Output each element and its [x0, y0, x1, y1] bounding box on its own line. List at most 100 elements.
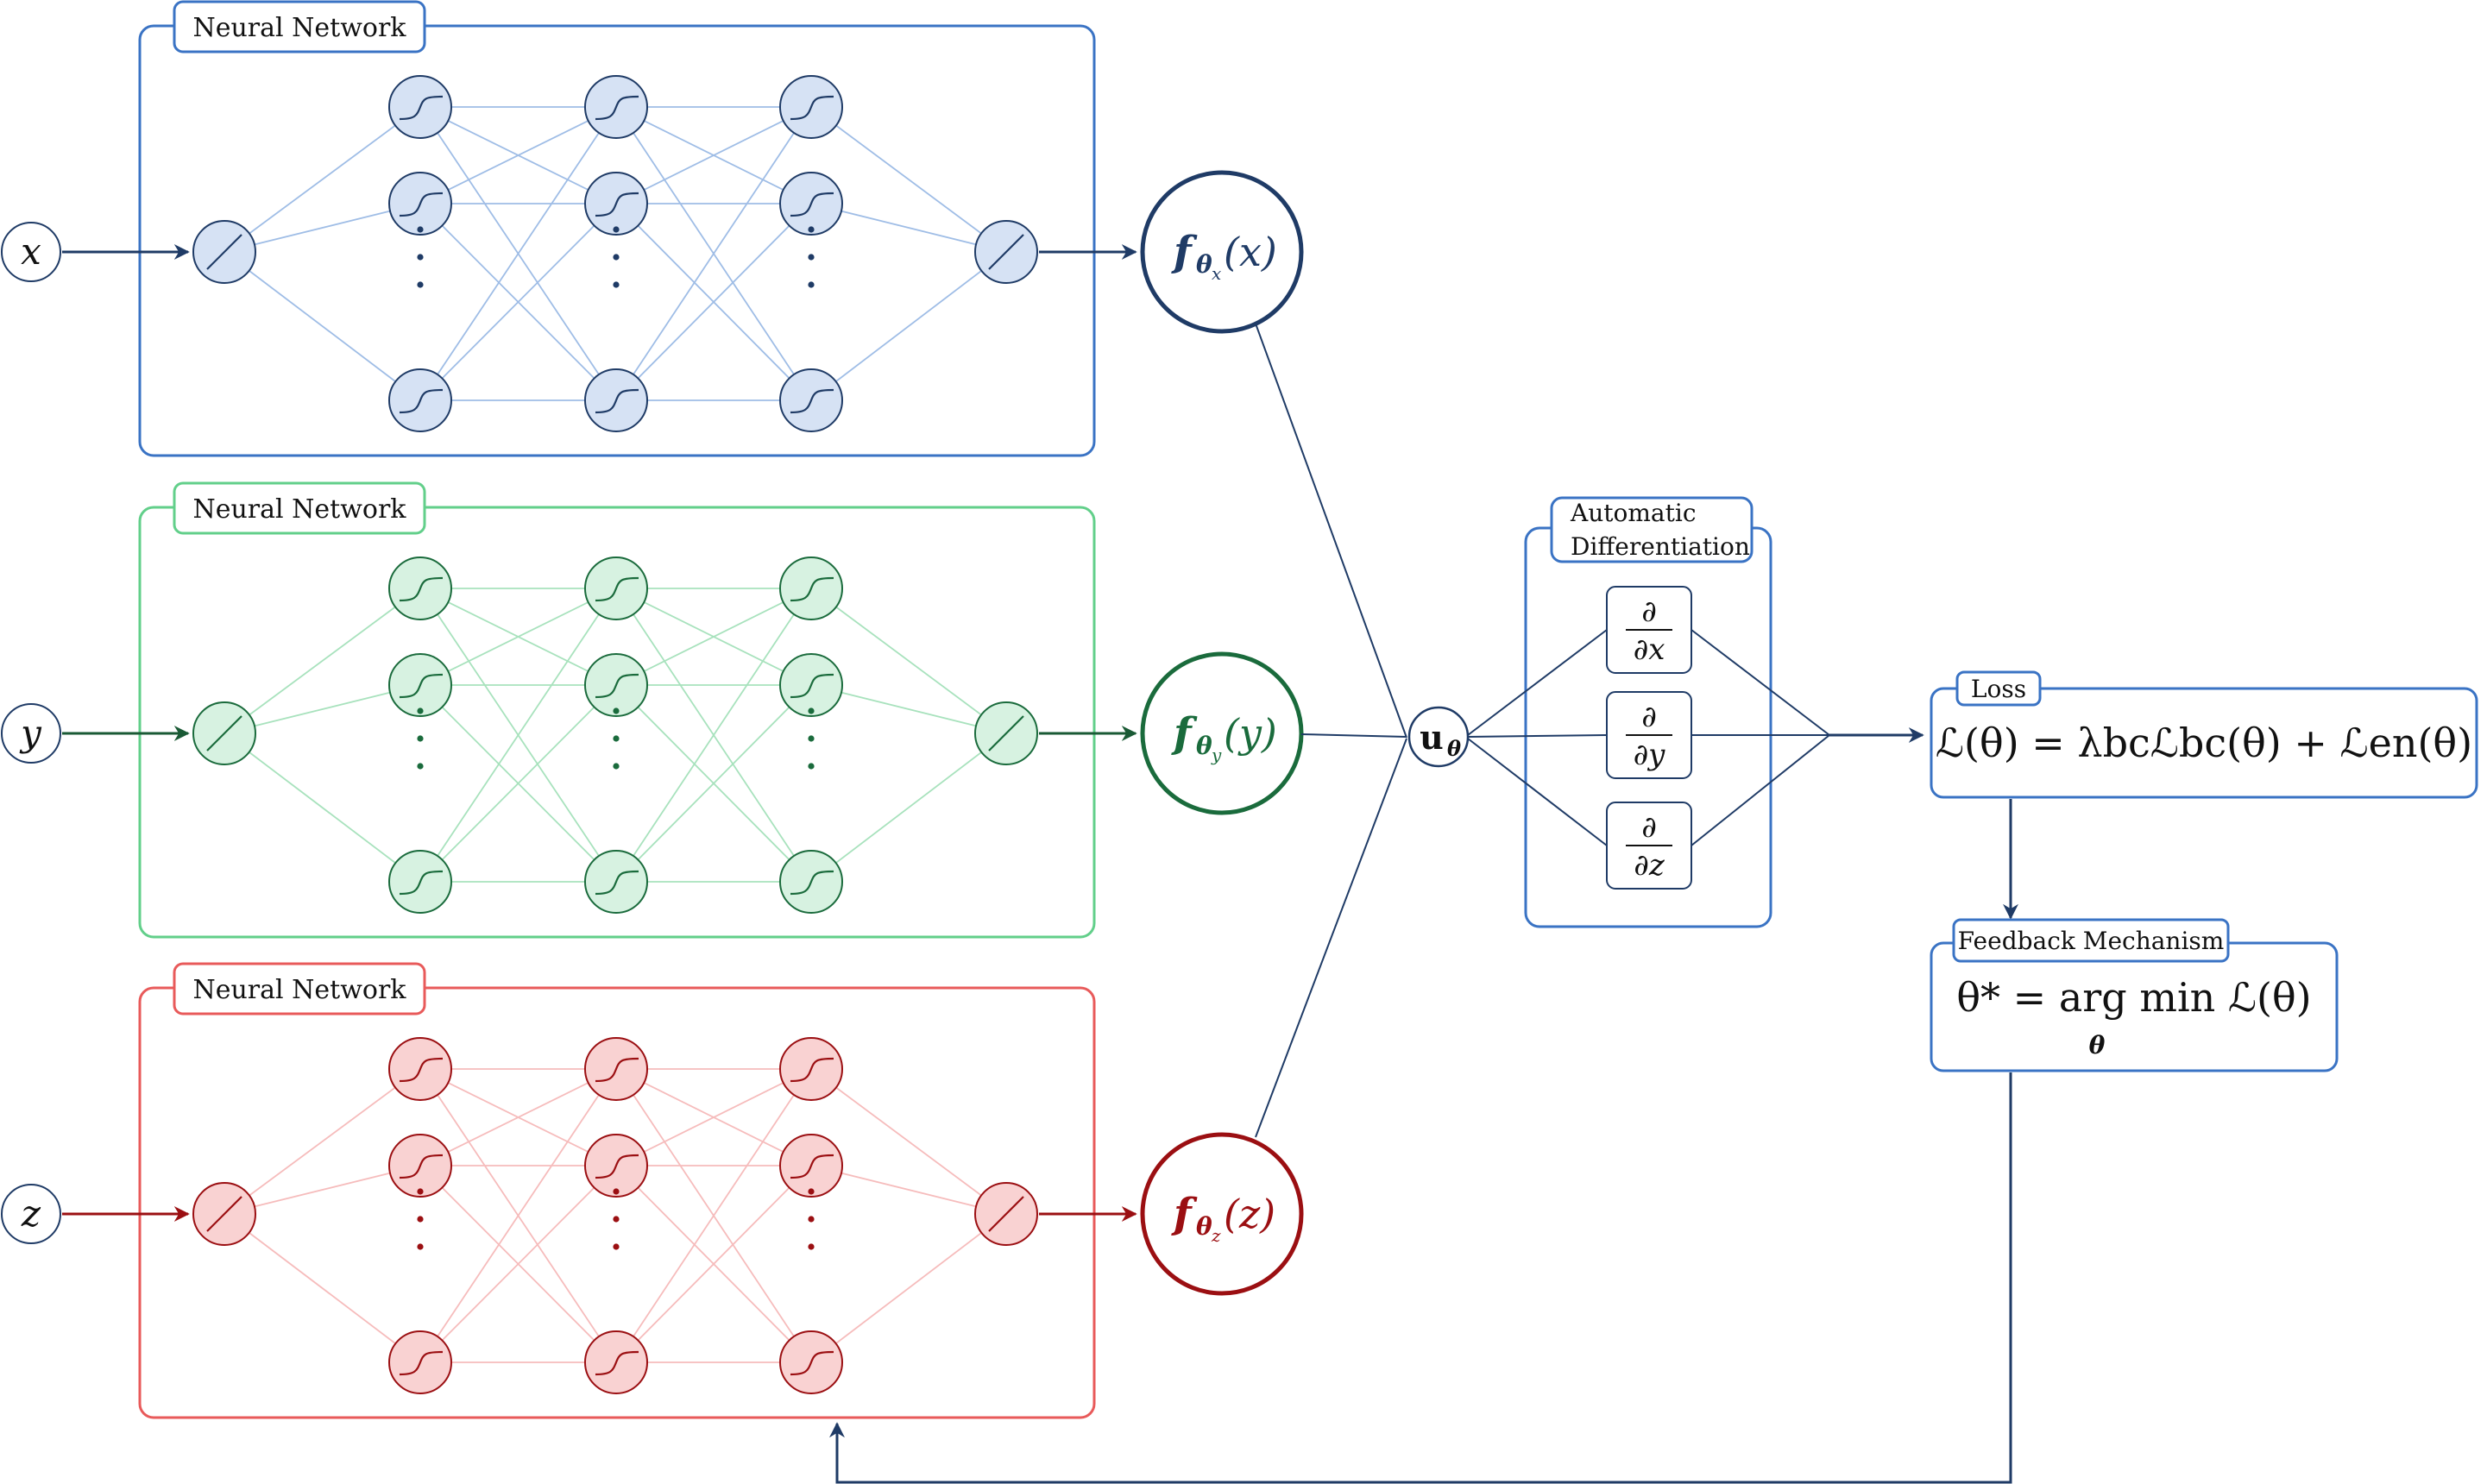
hidden-neuron-l1-n3 — [388, 368, 452, 432]
feedback-formula-under: θ — [2089, 1031, 2106, 1060]
auto-diff-panel: Automatic Differentiation ∂∂x∂∂y∂∂z — [1467, 496, 1924, 928]
output-neuron — [974, 220, 1038, 284]
network-label: Neural Network — [192, 975, 406, 1005]
hidden-neuron-l2-n1 — [584, 556, 648, 620]
hidden-neuron-l1-n3 — [388, 1330, 452, 1394]
hidden-neuron-l1-n1 — [388, 75, 452, 139]
input-neuron — [192, 701, 256, 765]
output-fn-arg: (y) — [1224, 710, 1277, 757]
hidden-neuron-l3-n1 — [779, 556, 843, 620]
hidden-neuron-l2-n3 — [584, 1330, 648, 1394]
hidden-neuron-l1-n1 — [388, 1037, 452, 1101]
hidden-neuron-l2-n2 — [584, 172, 648, 236]
diff-operator-num: ∂ — [1641, 810, 1657, 845]
loss-box: Loss ℒ(θ) = λbcℒbc(θ) + ℒen(θ) — [1930, 670, 2478, 799]
diff-operator-1: ∂∂x — [1606, 586, 1692, 674]
network-label: Neural Network — [192, 13, 406, 43]
feedback-label: Feedback Mechanism — [1958, 927, 2225, 955]
hidden-neuron-l1-n2 — [388, 1134, 452, 1198]
input-var-label: x — [21, 230, 41, 273]
input-var-x: x — [1, 222, 61, 282]
diff-operator-den: ∂x — [1634, 632, 1665, 667]
feedback-label-box — [1952, 918, 2230, 963]
output-fn-arg: (x) — [1224, 229, 1277, 275]
output-fn-sub: θ — [1196, 732, 1212, 760]
network-connections — [224, 106, 1007, 401]
network-label-box — [173, 962, 426, 1016]
diff-operator-num: ∂ — [1641, 594, 1657, 629]
output-fn-sub: θ — [1196, 250, 1212, 279]
output-neuron — [974, 701, 1038, 765]
auto-diff-label-box — [1550, 496, 1753, 563]
hidden-neuron-l2-n2 — [584, 1134, 648, 1198]
feedback-box: Feedback Mechanism θ* = arg min ℒ(θ) θ — [1930, 918, 2339, 1072]
network-connections — [224, 588, 1007, 883]
output-fn-subsub: x — [1212, 263, 1221, 284]
hidden-neuron-l1-n2 — [388, 172, 452, 236]
input-neuron — [192, 1182, 256, 1246]
auto-diff-label-line1: Automatic — [1570, 499, 1697, 527]
network-label-box — [173, 0, 426, 53]
auto-diff-label-line2: Differentiation — [1571, 532, 1750, 561]
output-to-u-connectors — [1255, 323, 1407, 1138]
network-label-box — [173, 481, 426, 535]
hidden-neuron-l3-n1 — [779, 1037, 843, 1101]
network-frame — [138, 506, 1096, 939]
fy-to-u-line — [1300, 733, 1407, 738]
ellipsis-dots-l2 — [613, 1188, 620, 1250]
ellipsis-dots-l2 — [613, 226, 620, 288]
output-fn-subsub: y — [1211, 745, 1222, 765]
ellipsis-dots-l3 — [808, 707, 815, 770]
u-theta-node: u θ — [1407, 706, 1470, 768]
hidden-neuron-l3-n3 — [779, 1330, 843, 1394]
loss-formula: ℒ(θ) = λbcℒbc(θ) + ℒen(θ) — [1936, 720, 2472, 766]
feedback-formula: θ* = arg min ℒ(θ) — [1956, 974, 2311, 1021]
hidden-neuron-l3-n1 — [779, 75, 843, 139]
hidden-neuron-l3-n3 — [779, 368, 843, 432]
loss-label-box — [1955, 670, 2042, 707]
fz-to-u-line — [1255, 738, 1407, 1138]
ellipsis-dots-l1 — [417, 1188, 424, 1250]
fx-to-u-line — [1255, 323, 1407, 739]
hidden-neuron-l2-n2 — [584, 653, 648, 717]
ellipsis-dots-l3 — [808, 1188, 815, 1250]
output-fn-arg: (z) — [1224, 1191, 1275, 1237]
output-neuron — [974, 1182, 1038, 1246]
hidden-neuron-l1-n3 — [388, 850, 452, 914]
hidden-neuron-l2-n3 — [584, 850, 648, 914]
hidden-neuron-l3-n2 — [779, 1134, 843, 1198]
input-neuron — [192, 220, 256, 284]
ellipsis-dots-l2 — [613, 707, 620, 770]
diff-operator-num: ∂ — [1641, 700, 1657, 734]
hidden-neuron-l2-n3 — [584, 368, 648, 432]
hidden-neuron-l3-n2 — [779, 172, 843, 236]
loss-label: Loss — [1971, 675, 2026, 703]
u-theta-main: u — [1420, 718, 1444, 757]
network-frame — [138, 986, 1096, 1419]
ellipsis-dots-l1 — [417, 226, 424, 288]
hidden-neuron-l1-n2 — [388, 653, 452, 717]
hidden-neuron-l2-n1 — [584, 1037, 648, 1101]
input-var-z: z — [1, 1184, 61, 1244]
input-var-label: z — [21, 1192, 41, 1235]
diff-operator-den: ∂y — [1634, 738, 1666, 772]
hidden-neuron-l3-n3 — [779, 850, 843, 914]
network-connections — [224, 1068, 1007, 1363]
diff-operator-den: ∂z — [1634, 848, 1665, 883]
ellipsis-dots-l3 — [808, 226, 815, 288]
input-var-label: y — [19, 712, 42, 754]
output-fn-sub: θ — [1196, 1212, 1212, 1241]
diff-operator-3: ∂∂z — [1606, 802, 1692, 890]
network-frame — [138, 24, 1096, 457]
network-label: Neural Network — [192, 494, 406, 525]
hidden-neuron-l3-n2 — [779, 653, 843, 717]
diff-operator-2: ∂ ∂y — [1606, 691, 1692, 779]
